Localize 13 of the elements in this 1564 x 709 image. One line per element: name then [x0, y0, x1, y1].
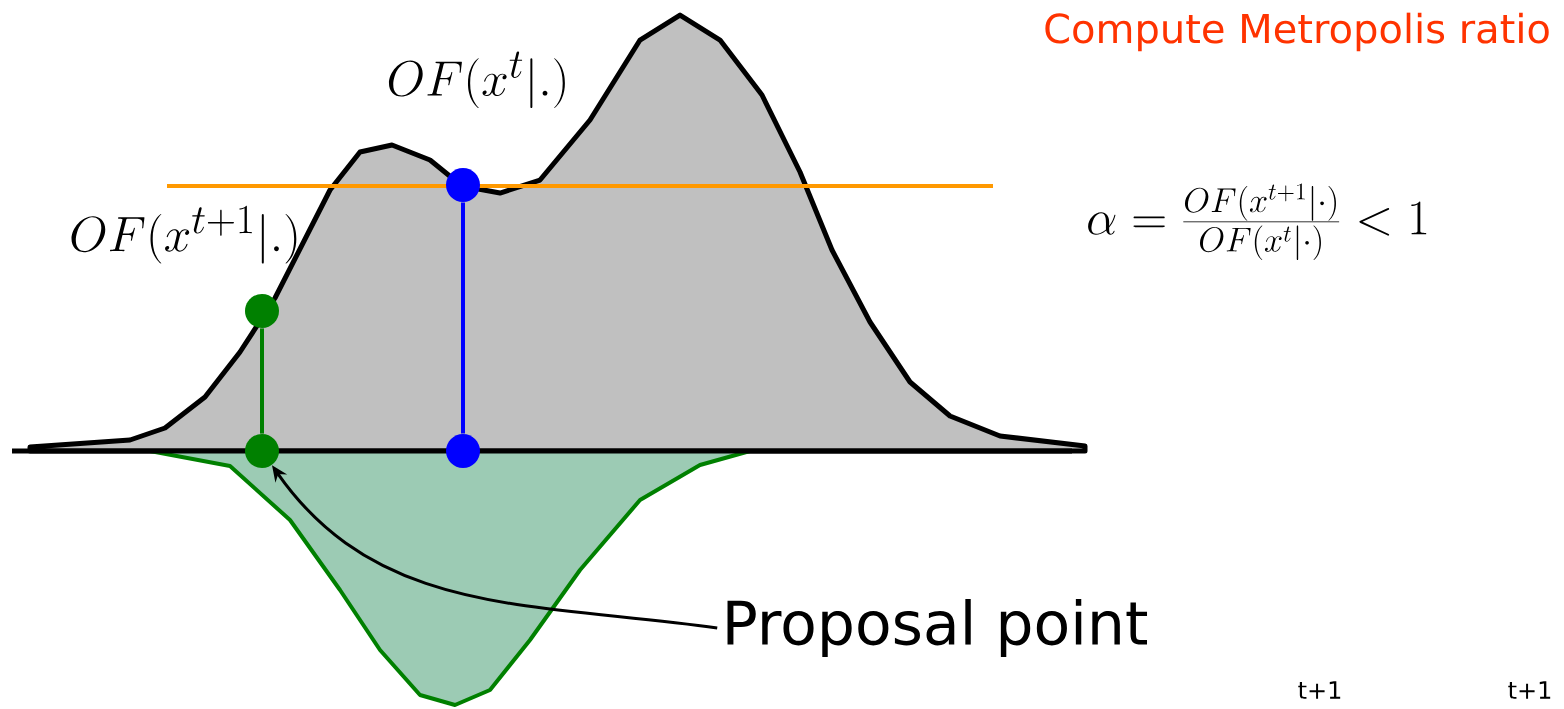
formula: $OF(x^{t+1}|.)$ — [71, 205, 297, 264]
formula: $\alpha=\frac{OF(x^{t+1}|\cdot)}{OF(x^{t}|\cdot)}<1$ — [1088, 183, 1427, 261]
superscript-text: t+1 — [1298, 681, 1341, 699]
connector-line — [461, 202, 465, 434]
connector-line — [260, 328, 264, 434]
point-marker — [245, 434, 279, 468]
title: Compute Metropolis ratio — [1045, 12, 1549, 52]
formula: $OF(x^{t}|.)$ — [388, 51, 565, 108]
superscript-text: t+1 — [1508, 681, 1551, 699]
callout-text: Proposal point — [727, 599, 1147, 658]
point-marker — [446, 168, 480, 202]
point-marker — [245, 294, 279, 328]
point-marker — [446, 434, 480, 468]
